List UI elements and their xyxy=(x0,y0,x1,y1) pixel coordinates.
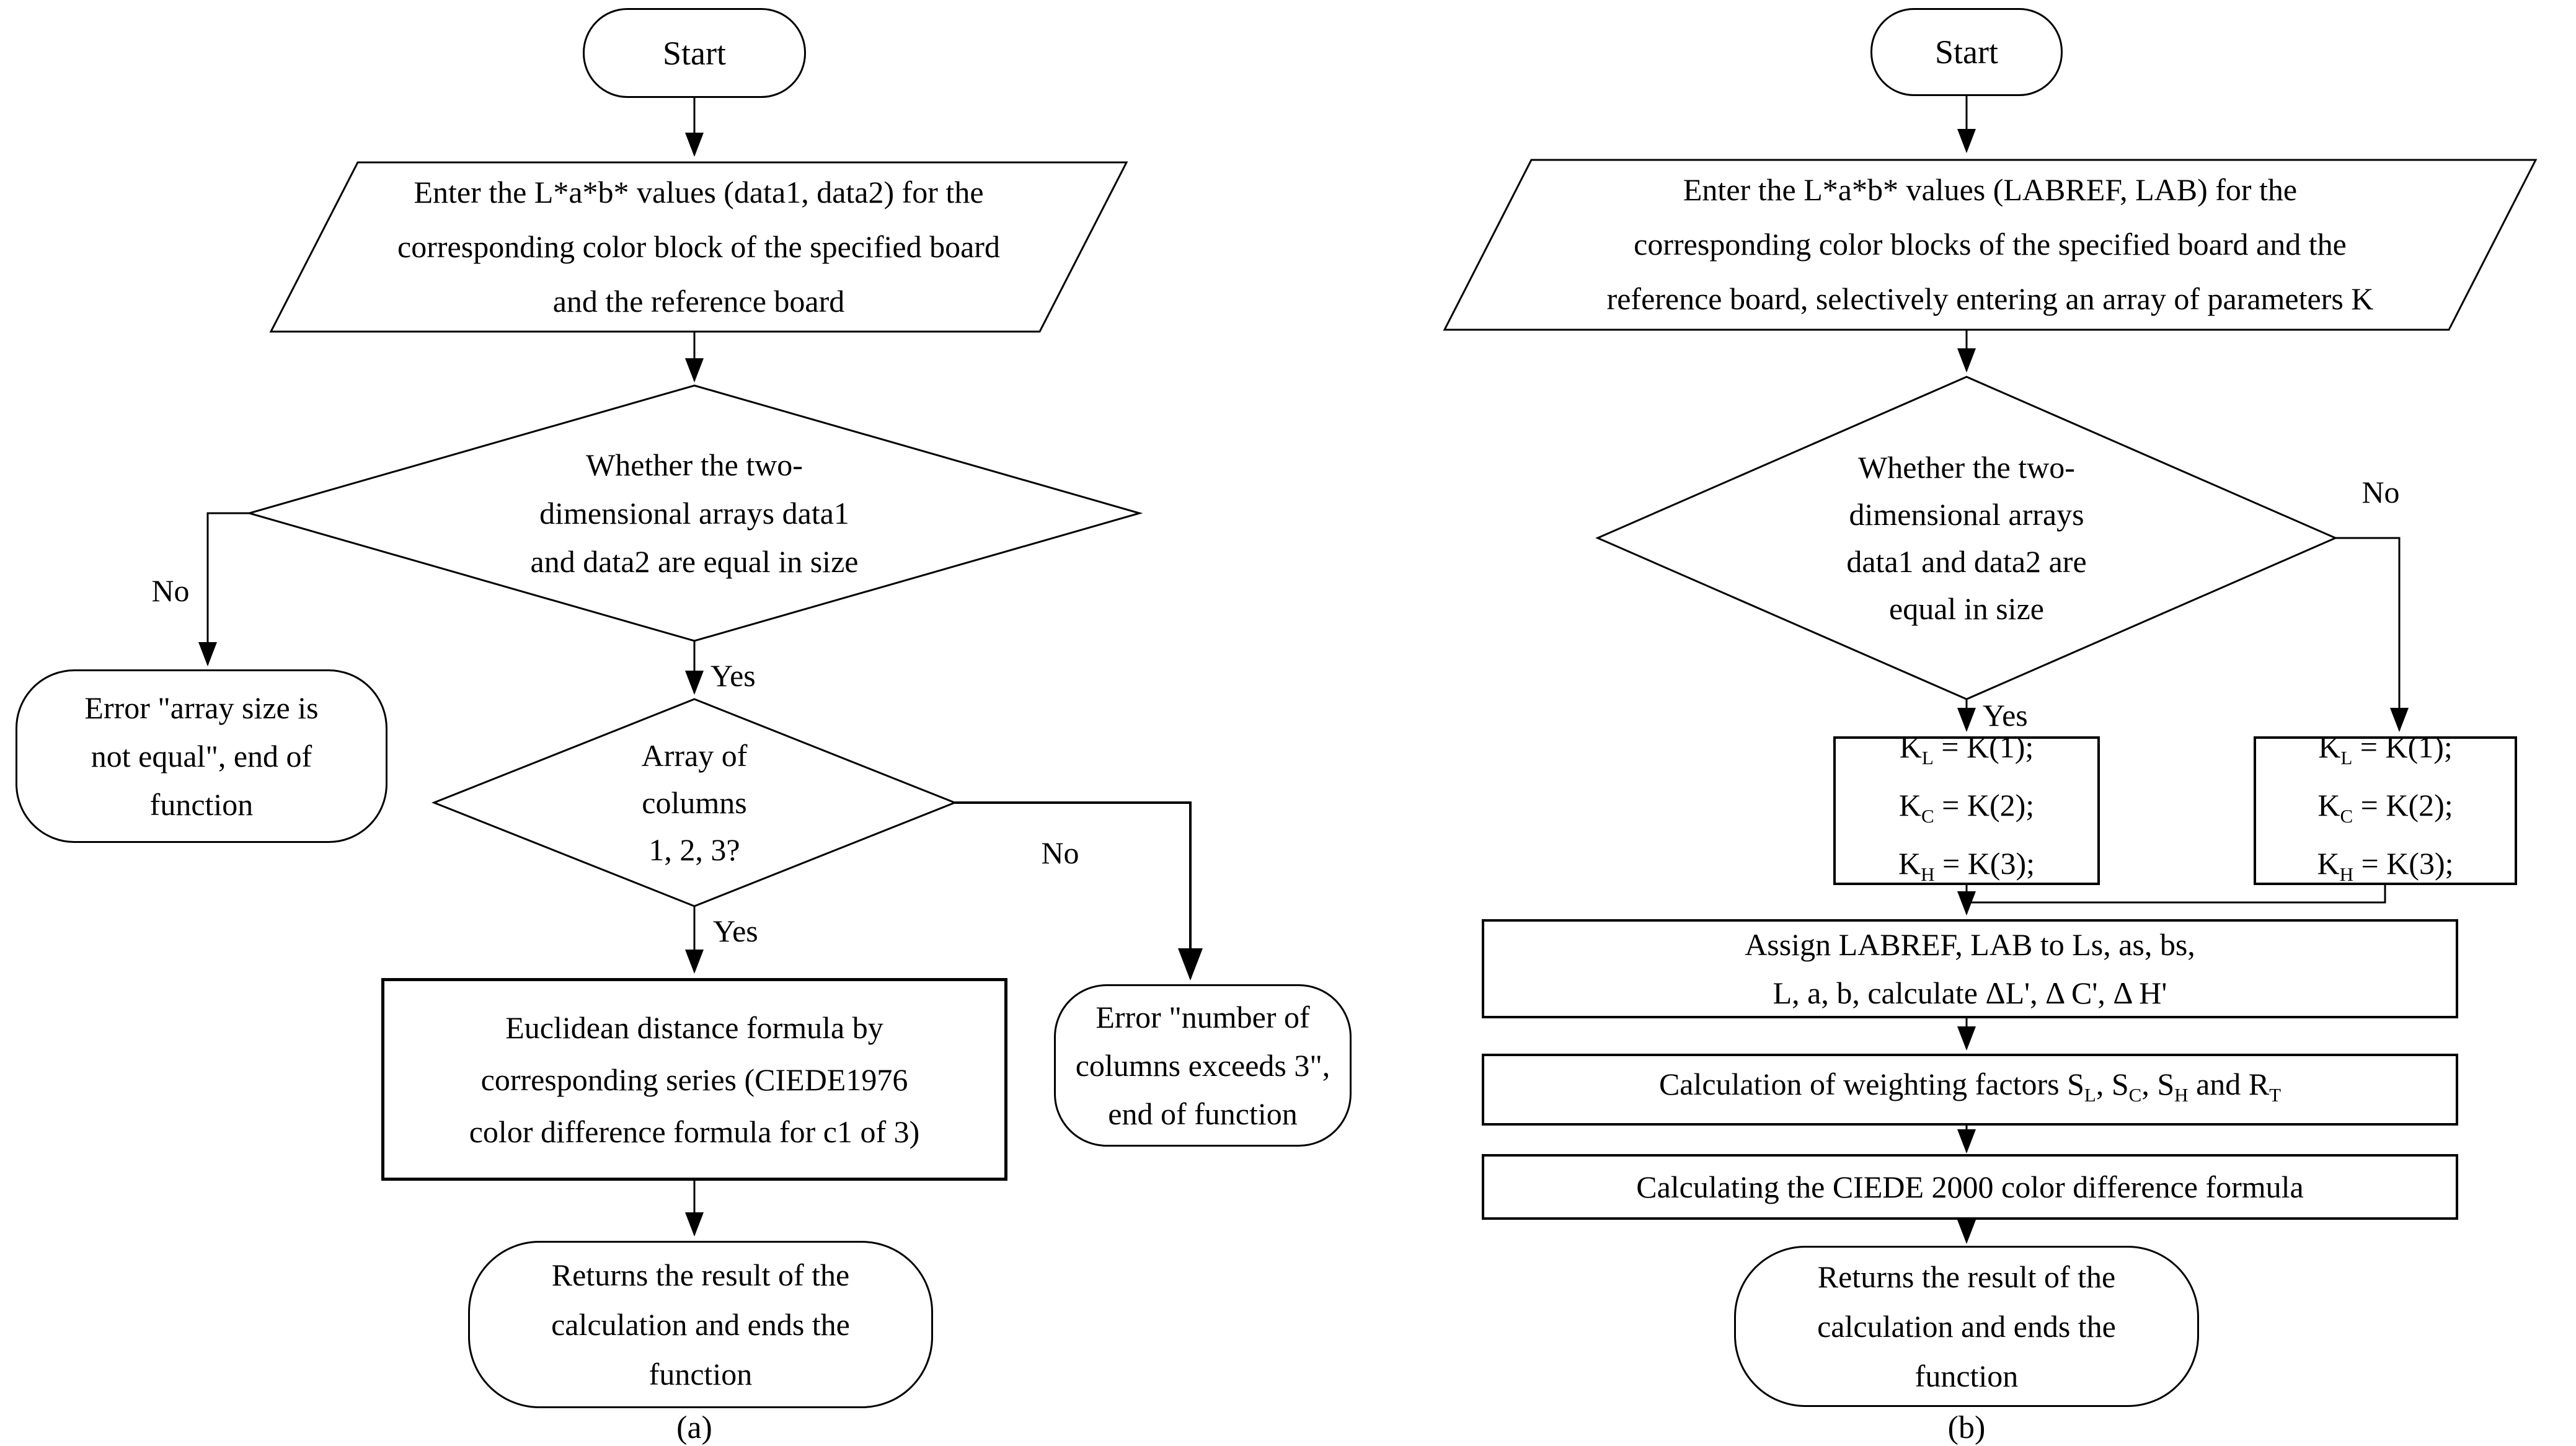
decision-line: 1, 2, 3? xyxy=(648,832,740,867)
ciede-node-b: Calculating the CIEDE 2000 color differe… xyxy=(1482,1154,2458,1220)
edge-label-no-columns-a: No xyxy=(1041,835,1079,870)
process-line: color difference formula for c1 of 3) xyxy=(469,1114,920,1149)
edge-label-yes-size-a: Yes xyxy=(710,658,756,693)
input-parallelogram-b xyxy=(1443,159,2538,331)
end-line: Returns the result of the xyxy=(1817,1259,2116,1294)
weighting-node-b: Calculation of weighting factors SL, SC,… xyxy=(1482,1054,2458,1126)
end-line: calculation and ends the xyxy=(1817,1309,2116,1344)
kbox-right-node-b: KL = K(1); KC = K(2); KH = K(3); xyxy=(2254,730,2517,885)
assign-node-b: Assign LABREF, LAB to Ls, as, bs, L, a, … xyxy=(1482,919,2458,1018)
ciede-line: Calculating the CIEDE 2000 color differe… xyxy=(1636,1170,2304,1204)
input-parallelogram-a xyxy=(269,161,1128,333)
end-line: function xyxy=(648,1357,753,1391)
edge-label-yes-size-b: Yes xyxy=(1983,698,2028,733)
input-line: corresponding color block of the specifi… xyxy=(397,229,1000,264)
decision-size-text-b: Whether the two- dimensional arrays data… xyxy=(1719,443,2215,633)
decision-line: Whether the two- xyxy=(586,447,803,482)
decision-line: columns xyxy=(642,785,747,820)
decision-line: and data2 are equal in size xyxy=(530,544,859,579)
start-label-b: Start xyxy=(1935,33,1998,71)
kbox-left-node-b: KL = K(1); KC = K(2); KH = K(3); xyxy=(1833,730,2100,885)
k-assignment-line: KL = K(1); xyxy=(1899,730,2034,769)
decision-line: Whether the two- xyxy=(1858,450,2075,485)
error-columns-node-a: Error "number of columns exceeds 3", end… xyxy=(1054,984,1352,1147)
input-text-a: Enter the L*a*b* values (data1, data2) f… xyxy=(271,165,1126,328)
edge-label-no-size-a: No xyxy=(151,573,190,608)
end-node-b: Returns the result of the calculation an… xyxy=(1734,1246,2199,1407)
input-text-b: Enter the L*a*b* values (LABREF, LAB) fo… xyxy=(1445,162,2536,326)
input-line: Enter the L*a*b* values (data1, data2) f… xyxy=(414,175,984,209)
error-line: function xyxy=(149,787,254,822)
figure-caption-a: (a) xyxy=(676,1410,712,1445)
input-line: corresponding color blocks of the specif… xyxy=(1634,227,2347,262)
end-line: Returns the result of the xyxy=(551,1258,850,1292)
edge-label-no-size-b: No xyxy=(2361,475,2400,509)
connector-kbox-right-merge-b xyxy=(1968,885,2386,904)
weighting-line: Calculation of weighting factors SL, SC,… xyxy=(1658,1067,2282,1106)
k-assignment-line: KL = K(1); xyxy=(2318,730,2453,769)
k-assignment-line: KC = K(2); xyxy=(2317,788,2453,827)
figure-caption-b: (b) xyxy=(1947,1410,1986,1445)
connector-columns-no-to-error-columns-a xyxy=(955,801,1203,981)
error-line: end of function xyxy=(1108,1096,1298,1131)
end-line: calculation and ends the xyxy=(551,1307,850,1342)
connector-decision-no-to-error-size-a xyxy=(198,512,249,666)
error-line: not equal", end of xyxy=(91,739,312,774)
decision-columns-text-a: Array of columns 1, 2, 3? xyxy=(555,732,834,873)
error-line: columns exceeds 3", xyxy=(1075,1048,1330,1083)
end-line: function xyxy=(1914,1359,2019,1393)
decision-line: data1 and data2 are xyxy=(1846,544,2087,579)
start-node-b: Start xyxy=(1870,8,2063,96)
decision-line: dimensional arrays data1 xyxy=(539,496,849,531)
start-node-a: Start xyxy=(583,8,806,98)
process-line: Euclidean distance formula by xyxy=(505,1010,883,1045)
k-assignment-line: KH = K(3); xyxy=(1898,846,2035,885)
decision-size-text-a: Whether the two- dimensional arrays data… xyxy=(403,441,986,586)
k-assignment-line: KC = K(2); xyxy=(1898,788,2035,827)
process-line: corresponding series (CIEDE1976 xyxy=(480,1062,908,1097)
decision-line: dimensional arrays xyxy=(1849,497,2084,532)
input-line: and the reference board xyxy=(552,284,845,319)
connector-decision-no-to-kbox-right-b xyxy=(2335,537,2409,732)
assign-line: Assign LABREF, LAB to Ls, as, bs, xyxy=(1745,927,2195,962)
input-line: Enter the L*a*b* values (LABREF, LAB) fo… xyxy=(1683,172,2298,207)
error-line: Error "number of xyxy=(1095,1000,1310,1034)
input-line: reference board, selectively entering an… xyxy=(1606,281,2374,316)
end-node-a: Returns the result of the calculation an… xyxy=(468,1241,933,1408)
error-size-node-a: Error "array size is not equal", end of … xyxy=(15,669,387,843)
assign-line: L, a, b, calculate ΔL', Δ C', Δ H' xyxy=(1773,976,2167,1010)
decision-line: equal in size xyxy=(1889,591,2044,626)
edge-label-yes-columns-a: Yes xyxy=(713,914,758,948)
decision-line: Array of xyxy=(641,738,748,773)
k-assignment-line: KH = K(3); xyxy=(2317,846,2454,885)
error-line: Error "array size is xyxy=(84,690,319,725)
process-node-a: Euclidean distance formula by correspond… xyxy=(381,978,1007,1181)
start-label-a: Start xyxy=(663,34,726,72)
